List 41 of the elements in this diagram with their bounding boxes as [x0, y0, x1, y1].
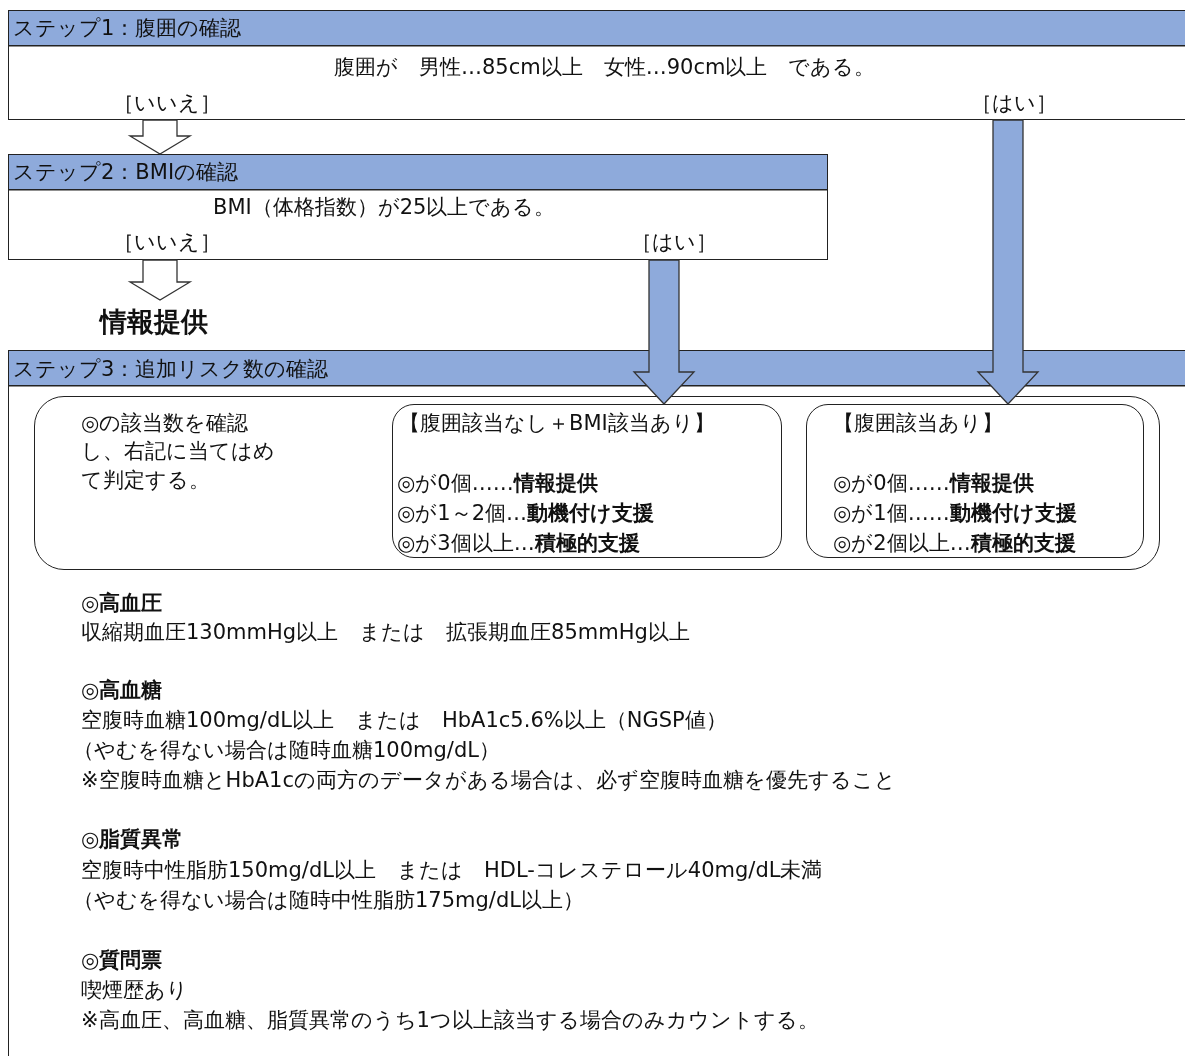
criterion-text: 喫煙歴あり — [81, 977, 188, 1004]
criterion-text: （やむを得ない場合は随時血糖100mg/dL） — [73, 737, 500, 764]
step-header: ステップ3：追加リスク数の確認 — [13, 356, 329, 383]
criteria-line: ◎が0個……情報提供 — [833, 470, 1034, 497]
condition-text: BMI（体格指数）が25以上である。 — [213, 194, 556, 221]
answer-label: ［いいえ］ — [113, 90, 221, 117]
criteria-line: ◎が3個以上…積極的支援 — [397, 530, 640, 557]
hollow-arrow — [127, 119, 193, 155]
criterion-heading: ◎脂質異常 — [81, 826, 184, 853]
step-header: ステップ1：腹囲の確認 — [13, 15, 242, 42]
criterion-heading: ◎質問票 — [81, 947, 163, 974]
instruction-text: ◎の該当数を確認し、右記に当てはめて判定する。 — [81, 410, 276, 494]
criteria-panel — [806, 404, 1144, 558]
rounded-panel — [34, 396, 1160, 570]
criterion-text: 空腹時中性脂肪150mg/dL以上 または HDL-コレステロール40mg/dL未満 — [81, 857, 823, 884]
criterion-text: （やむを得ない場合は随時中性脂肪175mg/dL以上） — [73, 887, 584, 914]
criterion-heading: ◎高血圧 — [81, 590, 163, 617]
criteria-line: ◎が2個以上…積極的支援 — [833, 530, 1076, 557]
criterion-text: ※空腹時血糖とHbA1cの両方のデータがある場合は、必ず空腹時血糖を優先すること — [81, 767, 896, 794]
step-box — [8, 154, 828, 260]
step-header: ステップ2：BMIの確認 — [13, 159, 239, 186]
answer-label: ［いいえ］ — [113, 229, 221, 256]
criterion-heading: ◎高血糖 — [81, 677, 163, 704]
step-box — [8, 10, 1185, 120]
criteria-heading: 【腹囲該当なし＋BMI該当あり】 — [399, 410, 715, 437]
criteria-line: ◎が1～2個…動機付け支援 — [397, 500, 655, 527]
criteria-panel — [392, 404, 782, 558]
answer-label: ［はい］ — [971, 90, 1057, 117]
block-arrow — [976, 119, 1040, 405]
criterion-text: 収縮期血圧130mmHg以上 または 拡張期血圧85mmHg以上 — [81, 619, 690, 646]
criteria-heading: 【腹囲該当あり】 — [833, 410, 1003, 437]
answer-label: ［はい］ — [631, 229, 717, 256]
step-box — [8, 350, 1185, 1056]
criterion-text: 空腹時血糖100mg/dL以上 または HbA1c5.6%以上（NGSP値） — [81, 707, 727, 734]
condition-text: 腹囲が 男性…85cm以上 女性…90cm以上 である。 — [334, 54, 876, 81]
block-arrow — [632, 259, 696, 405]
criterion-text: ※高血圧、高血糖、脂質異常のうち1つ以上該当する場合のみカウントする。 — [81, 1007, 819, 1034]
criteria-line: ◎が0個……情報提供 — [397, 470, 598, 497]
result-text: 情報提供 — [100, 305, 208, 339]
hollow-arrow — [127, 259, 193, 301]
criteria-line: ◎が1個……動機付け支援 — [833, 500, 1077, 527]
